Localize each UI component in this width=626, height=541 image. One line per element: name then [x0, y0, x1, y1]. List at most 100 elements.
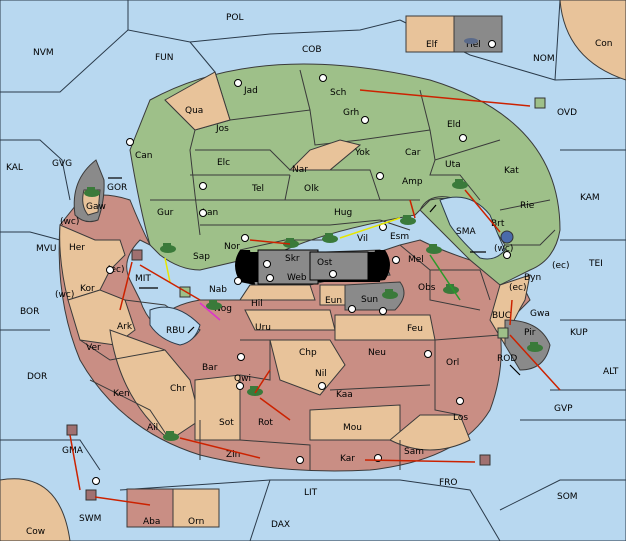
land-label-aba: Aba — [143, 517, 160, 527]
sea-label-tei: TEI — [588, 259, 603, 269]
army-unit[interactable] — [84, 187, 100, 197]
land-label-hil: Hil — [251, 299, 263, 309]
sea-label-dax: DAX — [271, 520, 290, 530]
coast-tag-ec: (ec) — [552, 261, 570, 271]
land-label-uru: Uru — [255, 323, 271, 333]
sea-label-cob: COB — [302, 45, 322, 55]
supply-center — [236, 382, 244, 390]
sea-label-gvg: GVG — [52, 159, 72, 169]
order-arrow — [364, 459, 476, 463]
province-sot[interactable] — [194, 374, 241, 441]
province-qua[interactable] — [164, 71, 231, 131]
army-unit[interactable] — [283, 238, 299, 248]
province-elf[interactable] — [405, 15, 455, 53]
coast-tags: (wc) (ec) (wc) (wc) (ec) (ec) — [55, 217, 570, 300]
land-label-nog: Nog — [214, 304, 232, 314]
sea-label-nom: NOM — [533, 54, 555, 64]
province-her[interactable] — [59, 224, 126, 301]
province-nil[interactable] — [269, 339, 346, 396]
sea-label-ovd: OVD — [557, 108, 577, 118]
province-orn[interactable] — [172, 488, 220, 528]
fleet-unit[interactable] — [534, 97, 546, 109]
supply-center — [234, 277, 242, 285]
sea-label-fro: FRO — [439, 478, 458, 488]
army-unit[interactable] — [452, 179, 468, 189]
land-label-los: Los — [453, 413, 468, 423]
province-sam[interactable] — [389, 414, 471, 451]
fleet-unit[interactable] — [497, 327, 509, 339]
order-arrow — [164, 257, 171, 283]
supply-center — [237, 353, 245, 361]
sea-label-gor: GOR — [107, 183, 127, 193]
land-label-yok: Yok — [354, 148, 371, 158]
army-unit[interactable] — [163, 431, 179, 441]
sea-rbu[interactable] — [149, 306, 201, 346]
sea-label-lit: LIT — [304, 488, 318, 498]
order-arrow — [464, 189, 501, 233]
land-label-eun: Eun — [325, 296, 342, 306]
land-label-esm: Esm — [390, 232, 409, 242]
sea-label-nvm: NVM — [33, 48, 54, 58]
province-hil[interactable] — [239, 284, 316, 301]
supply-center — [241, 234, 249, 242]
supply-center — [459, 134, 467, 142]
land-label-skr: Skr — [285, 254, 300, 264]
land-label-brt: Brt — [491, 219, 505, 229]
coast-tag-wc: (wc) — [60, 217, 79, 227]
fleet-unit[interactable] — [479, 454, 491, 466]
land-label-neu: Neu — [368, 348, 386, 358]
land-label-gur: Gur — [157, 208, 174, 218]
army-unit[interactable] — [382, 289, 398, 299]
army-unit[interactable] — [426, 244, 442, 254]
order-arrow — [69, 434, 81, 491]
land-label-ver: Ver — [86, 343, 101, 353]
sea-label-rbu: RBU — [166, 326, 185, 336]
land-label-kor: Kor — [80, 284, 95, 294]
army-unit[interactable] — [527, 342, 543, 352]
supply-center — [319, 74, 327, 82]
land-label-qwi: Qwi — [234, 374, 251, 384]
army-unit[interactable] — [400, 215, 416, 225]
sea-label-alt: ALT — [603, 367, 619, 377]
sea-sma[interactable] — [439, 196, 506, 260]
orders — [69, 89, 561, 506]
units — [66, 38, 546, 501]
army-unit[interactable] — [206, 300, 222, 310]
sea-label-dor: DOR — [27, 372, 47, 382]
province-nar[interactable] — [288, 139, 362, 171]
fleet-unit[interactable] — [85, 489, 97, 501]
province-pir[interactable] — [504, 319, 551, 371]
coast-tag-ec: (ec) — [107, 265, 125, 275]
land-label-olk: Olk — [304, 184, 320, 194]
land-label-tel: Tel — [251, 184, 264, 194]
province-ost[interactable] — [309, 251, 369, 281]
supply-center — [488, 40, 496, 48]
province-aba[interactable] — [126, 488, 174, 528]
fleet-unit[interactable] — [464, 38, 478, 44]
supply-center — [392, 256, 400, 264]
fleet-unit[interactable] — [500, 230, 514, 244]
sea-label-gvp: GVP — [554, 404, 573, 414]
army-unit[interactable] — [322, 233, 338, 243]
order-arrow — [139, 264, 201, 301]
land-label-nor: Nor — [224, 242, 240, 252]
land-label-car: Car — [405, 148, 421, 158]
land-label-ail: Ail — [147, 423, 158, 433]
land-label-kaa: Kaa — [336, 390, 353, 400]
fleet-unit[interactable] — [66, 424, 78, 436]
land-label-orl: Orl — [446, 358, 459, 368]
army-unit[interactable] — [160, 243, 176, 253]
supply-center — [329, 270, 337, 278]
sea-label-con: Con — [595, 39, 613, 49]
supply-center — [199, 182, 207, 190]
land-label-jad: Jad — [243, 86, 258, 96]
land-label-web: Web — [287, 273, 307, 283]
connection-arrow — [187, 326, 195, 334]
order-arrow — [119, 261, 133, 311]
order-arrow — [249, 239, 291, 245]
land-label-orn: Orn — [188, 517, 204, 527]
fleet-unit[interactable] — [131, 249, 143, 261]
land-label-hel: Hel — [466, 40, 481, 50]
land-label-sap: Sap — [193, 252, 210, 262]
province-hel[interactable] — [453, 15, 503, 53]
